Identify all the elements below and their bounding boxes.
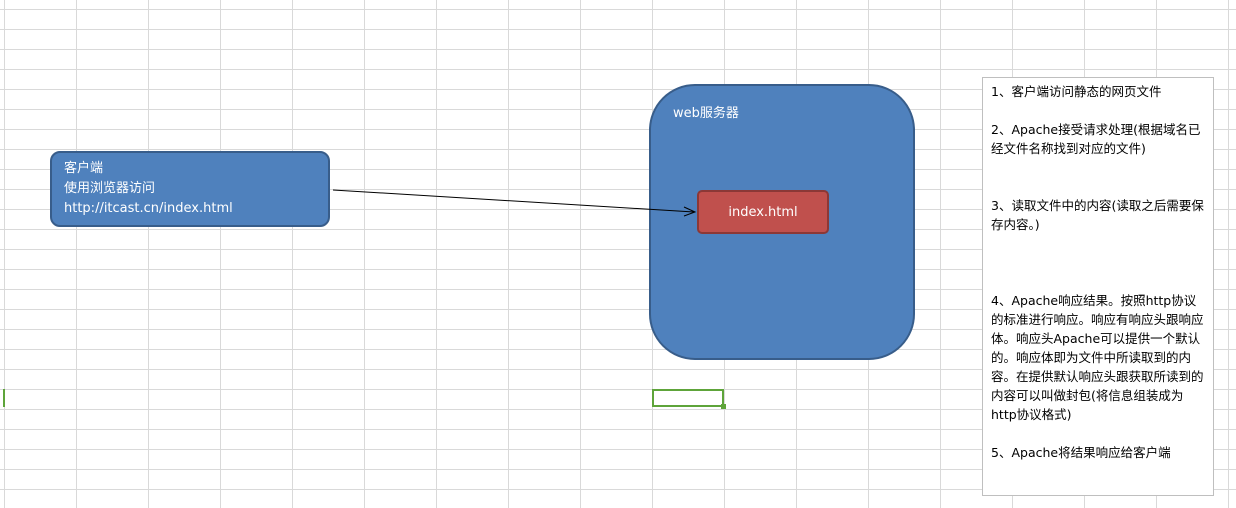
note-step-3: 3、读取文件中的内容(读取之后需要保存内容。) bbox=[991, 198, 1204, 232]
selected-cell[interactable] bbox=[652, 389, 724, 407]
index-file-box[interactable]: index.html bbox=[697, 190, 829, 234]
note-step-2: 2、Apache接受请求处理(根据域名已经文件名称找到对应的文件) bbox=[991, 122, 1201, 156]
notes-textbox[interactable]: 1、客户端访问静态的网页文件 2、Apache接受请求处理(根据域名已经文件名称… bbox=[982, 77, 1214, 496]
note-step-5: 5、Apache将结果响应给客户端 bbox=[991, 445, 1171, 460]
note-step-4: 4、Apache响应结果。按照http协议的标准进行响应。响应有响应头跟响应体。… bbox=[991, 293, 1204, 422]
web-server-title: web服务器 bbox=[673, 106, 739, 121]
row-selection-marker bbox=[3, 389, 5, 407]
fill-handle[interactable] bbox=[721, 404, 726, 409]
arrow-line bbox=[332, 189, 695, 213]
arrow-head bbox=[683, 206, 697, 217]
client-box[interactable]: 客户端 使用浏览器访问 http://itcast.cn/index.html bbox=[50, 151, 330, 227]
client-browser-text: 使用浏览器访问 bbox=[64, 181, 156, 196]
index-file-label: index.html bbox=[728, 204, 798, 220]
client-label: 客户端 bbox=[64, 161, 104, 176]
note-step-1: 1、客户端访问静态的网页文件 bbox=[991, 84, 1162, 99]
client-url-text: http://itcast.cn/index.html bbox=[64, 201, 233, 216]
